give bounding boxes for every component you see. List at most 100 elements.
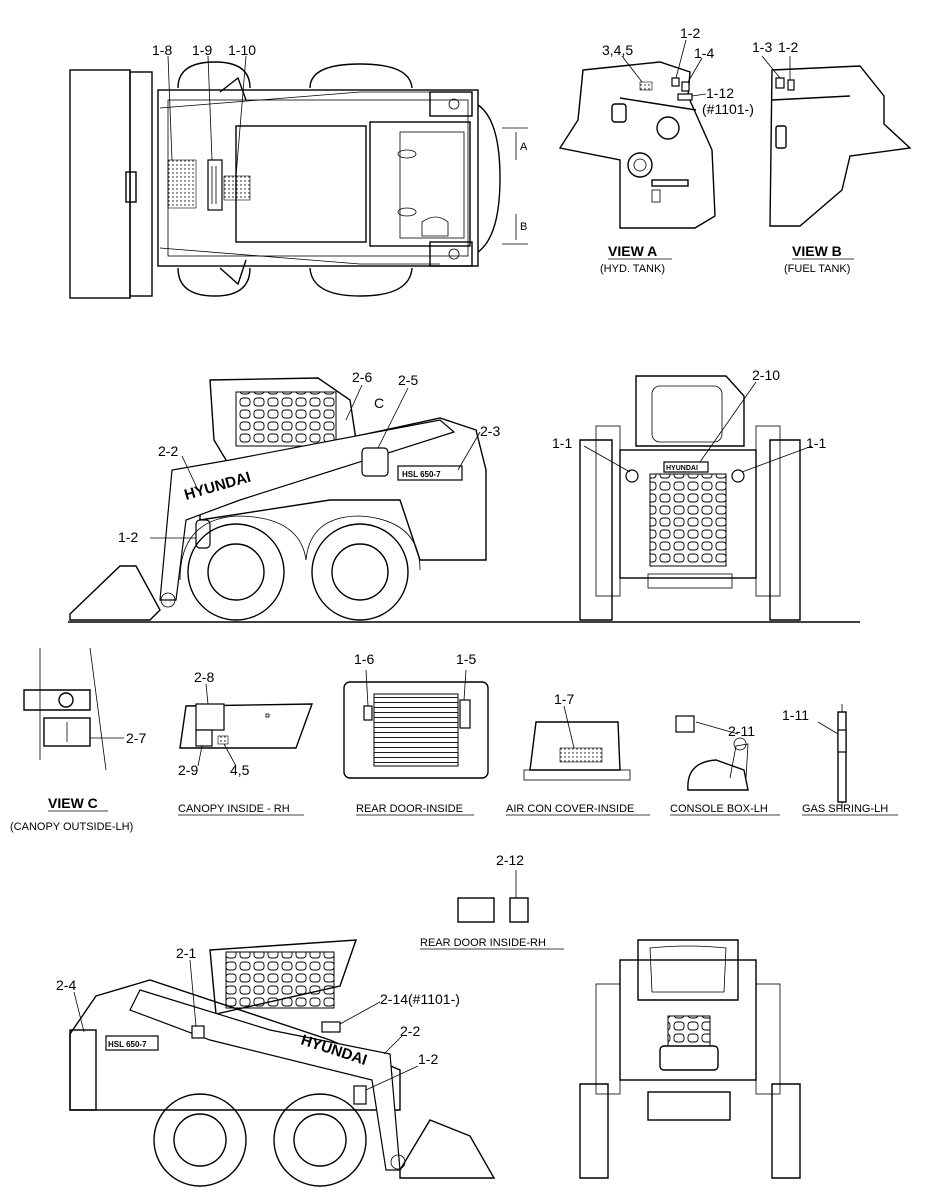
rear-tire-right (769, 439, 801, 621)
loader-arm-rh (129, 989, 401, 1171)
decal-1-5 (459, 699, 471, 729)
caption-console-box: CONSOLE BOX-LH (670, 803, 768, 815)
rear-wheel-rh (273, 1093, 367, 1187)
label-2-8: 2-8 (194, 669, 214, 685)
brand-rear: HYUNDAI (666, 465, 698, 472)
decal-1-10 (223, 175, 251, 201)
label-2-2-rh: 2-2 (400, 1023, 420, 1039)
bucket (69, 69, 131, 299)
label-1-2-rh: 1-2 (418, 1051, 438, 1067)
label-1-2-a: 1-2 (680, 25, 700, 41)
top-view: 1-8 1-9 1-10 A B (69, 42, 528, 299)
label-2-5: 2-5 (398, 372, 418, 388)
decal-2-8 (195, 703, 225, 731)
label-2-14: 2-14(#1101-) (380, 991, 460, 1007)
label-1-6: 1-6 (354, 651, 374, 667)
label-1-1-right: 1-1 (806, 435, 826, 451)
decal-2-11 (675, 715, 695, 733)
front-tire-right (771, 1083, 801, 1179)
rear-door-inside-rh: 2-12 REAR DOOR INSIDE-RH (420, 852, 564, 950)
label-4-5: 4,5 (230, 762, 250, 778)
view-b-title: VIEW B (792, 243, 842, 259)
label-2-10: 2-10 (752, 367, 780, 383)
gas-spring-lh: 1-11 GAS SPRING-LH (782, 704, 898, 816)
rear-door-vent (373, 693, 459, 767)
front-view (579, 939, 801, 1179)
decal-4-5 (217, 735, 229, 745)
seat-back (667, 1015, 711, 1047)
view-c-caption: (CANOPY OUTSIDE-LH) (10, 821, 133, 833)
rear-tire-left (579, 439, 613, 621)
label-1-4: 1-4 (694, 45, 714, 61)
decal-1-2-side (195, 519, 211, 549)
bucket-lh (69, 565, 161, 621)
decal-2-1 (191, 1025, 205, 1039)
rear-view: HYUNDAI 2-10 1-1 1-1 (552, 367, 826, 621)
label-1-9: 1-9 (192, 42, 212, 58)
model-lh: HSL 650-7 (402, 470, 441, 479)
label-3-4-5: 3,4,5 (602, 42, 633, 58)
caption-air-con-cover: AIR CON COVER-INSIDE (506, 803, 634, 815)
label-c: C (374, 395, 384, 411)
decal-1-7 (559, 747, 603, 763)
view-b-caption: (FUEL TANK) (784, 263, 850, 275)
decal-3-4-5 (639, 81, 653, 91)
caption-rear-door-inside: REAR DOOR-INSIDE (356, 803, 463, 815)
decal-2-7 (43, 717, 91, 747)
seat (659, 1045, 719, 1071)
label-2-11: 2-11 (728, 723, 755, 739)
canopy-screen (235, 391, 337, 447)
machine-frame (157, 89, 479, 267)
canopy-rear (635, 375, 745, 447)
caption-gas-spring: GAS SPRING-LH (802, 803, 888, 815)
rear-wheel (311, 523, 409, 621)
rear-grill (649, 473, 727, 567)
decal-1-2-rh (353, 1085, 367, 1105)
label-2-12: 2-12 (496, 852, 524, 868)
front-wheel (187, 523, 285, 621)
label-1-2-b: 1-2 (778, 39, 798, 55)
canopy-rh (209, 939, 358, 1015)
seat-area (235, 125, 367, 243)
decal-2-5 (361, 447, 389, 477)
label-2-2-lh: 2-2 (158, 443, 178, 459)
body (199, 417, 487, 561)
label-1-12: 1-12 (706, 85, 734, 101)
side-view-rh: HYUNDAI HSL 650-7 2-1 2-4 2-14(#1101-) 2… (56, 939, 496, 1187)
label-1-7: 1-7 (554, 691, 574, 707)
dim-a: A (520, 141, 528, 153)
decal-1-2-b (787, 79, 795, 91)
label-2-3: 2-3 (480, 423, 500, 439)
label-1-11: 1-11 (782, 707, 809, 723)
view-c-title: VIEW C (48, 795, 98, 811)
view-c: 2-7 VIEW C (CANOPY OUTSIDE-LH) (10, 647, 146, 833)
decal-2-14 (321, 1021, 341, 1033)
label-1101: (#1101-) (702, 101, 754, 117)
label-2-9: 2-9 (178, 762, 198, 778)
console-box-lh: 2-11 CONSOLE BOX-LH (670, 715, 780, 816)
decal-1-6 (363, 705, 373, 721)
label-1-3: 1-3 (752, 39, 772, 55)
hyd-tank-panel (558, 61, 716, 229)
label-2-4: 2-4 (56, 977, 76, 993)
caption-canopy-inside-rh: CANOPY INSIDE - RH (178, 803, 290, 815)
label-1-2-lh: 1-2 (118, 529, 138, 545)
dim-b: B (520, 221, 527, 233)
decal-2-9 (195, 729, 213, 747)
decal-1-1-left (625, 469, 639, 483)
label-1-1-left: 1-1 (552, 435, 572, 451)
decal-2-12 (509, 897, 529, 923)
decal-1-8 (167, 159, 197, 209)
fuel-tank-panel (769, 65, 912, 227)
air-con-cover: 1-7 AIR CON COVER-INSIDE (506, 691, 650, 816)
canopy-inside-rh: 2-8 2-9 4,5 CANOPY INSIDE - RH (178, 669, 314, 816)
front-wheel-rh (153, 1093, 247, 1187)
decal-1-11 (837, 729, 847, 753)
decal-1-3 (775, 77, 785, 89)
label-1-10: 1-10 (228, 42, 256, 58)
decal-1-1-right (731, 469, 745, 483)
rear-door-inside: 1-6 1-5 REAR DOOR-INSIDE (343, 651, 489, 816)
front-tire-left (579, 1083, 609, 1179)
decal-1-9 (207, 159, 223, 211)
